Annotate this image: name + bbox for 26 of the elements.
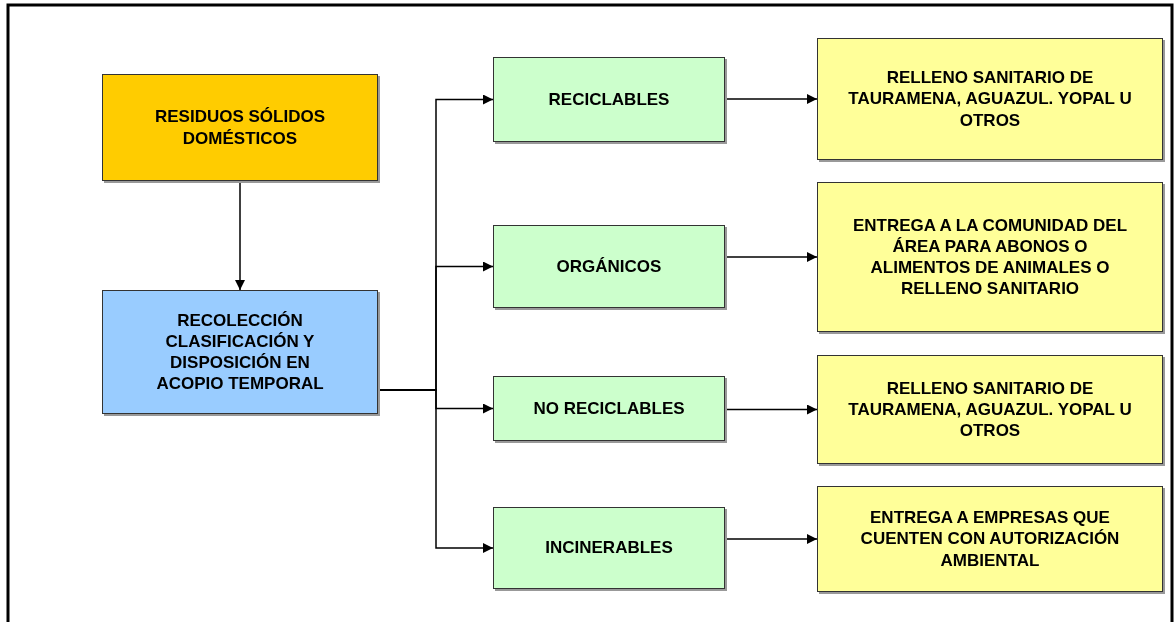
box-label: RELLENO SANITARIO DE TAURAMENA, AGUAZUL. YOPAL U OTROS (847, 377, 1133, 442)
box-label: RESIDUOS SÓLIDOS DOMÉSTICOS (154, 106, 326, 149)
category-box (493, 57, 725, 142)
box-label: RECOLECCIÓN CLASIFICACIÓN Y DISPOSICIÓN EN ACOPIO TEMPORAL (155, 309, 325, 395)
process-box (817, 486, 1163, 592)
arrow (377, 389, 494, 553)
box-label: ENTREGA A EMPRESAS QUE CUENTEN CON AUTORIZACIÓN AMBIENTAL (859, 507, 1121, 571)
process-box (102, 74, 378, 181)
category-box (493, 376, 725, 441)
category-box (493, 507, 725, 589)
box-label: RELLENO SANITARIO DE TAURAMENA, AGUAZUL. YOPAL U OTROS (847, 67, 1133, 131)
box-label: INCINERABLES (544, 537, 674, 559)
box-label: RECICLABLES (547, 88, 671, 111)
process-box (817, 182, 1163, 332)
category-box (493, 225, 725, 308)
arrow (724, 94, 818, 104)
arrow (724, 252, 818, 262)
process-box (102, 290, 378, 414)
box-label: NO RECICLABLES (532, 397, 686, 420)
arrow (724, 534, 818, 544)
box-label: ORGÁNICOS (555, 255, 663, 278)
process-box (817, 355, 1163, 464)
process-box (817, 38, 1163, 160)
arrow (724, 404, 818, 415)
box-label: ENTREGA A LA COMUNIDAD DEL ÁREA PARA ABONOS O ALIMENTOS DE ANIMALES O RELLENO SANITARIO (851, 214, 1129, 300)
arrow (235, 180, 245, 291)
